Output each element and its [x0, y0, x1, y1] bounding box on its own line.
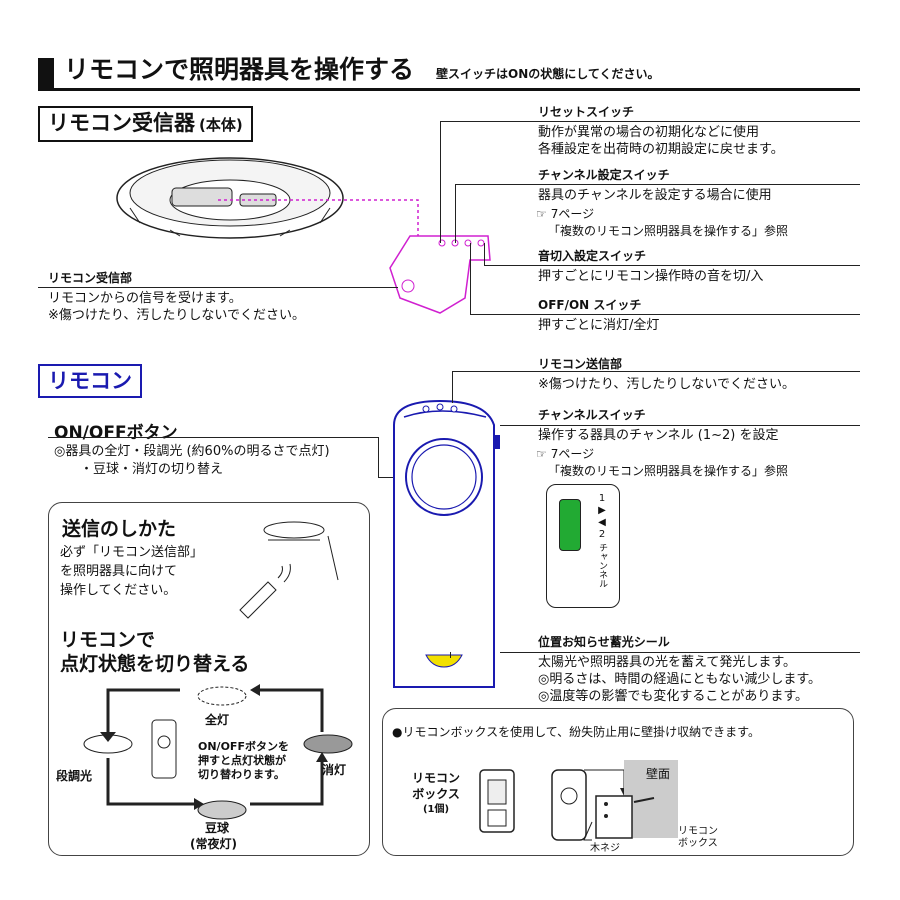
channel-slider [559, 499, 581, 551]
state-night-label-1: 豆球 [205, 821, 230, 835]
light-state-cycle [83, 684, 353, 820]
receiver-part-leader [38, 287, 398, 288]
glow-label: 位置お知らせ蓄光シール [538, 635, 670, 649]
onoff-desc-2: ・豆球・消灯の切り替え [80, 462, 224, 477]
receiver-title-suffix: (本体) [199, 116, 243, 134]
remote-title: リモコン [38, 364, 142, 398]
channel-setting-label: チャンネル設定スイッチ [538, 168, 670, 182]
glow-leader [500, 652, 860, 653]
box-label-small-1: リモコン [678, 826, 718, 837]
cycle-note-2: 押すと点灯状態が [198, 754, 286, 767]
page-title: リモコンで照明器具を操作する [64, 55, 415, 84]
reset-switch-desc-2: 各種設定を出荷時の初期設定に戻せます。 [538, 142, 784, 157]
glow-desc-1: 太陽光や照明器具の光を蓄えて発光します。 [538, 655, 797, 670]
howto-desc-2: を照明器具に向けて [60, 564, 178, 579]
transmitter-leader [452, 371, 860, 372]
transmitter-desc: ※傷つけたり、汚したりしないでください。 [538, 377, 795, 392]
reset-leader-v [440, 121, 441, 243]
switch-title-2: 点灯状態を切り替える [60, 653, 250, 675]
cycle-note: ON/OFFボタンを 押すと点灯状態が 切り替わります。 [198, 740, 289, 782]
offon-switch-desc: 押すごとに消灯/全灯 [538, 318, 660, 333]
wall-label: 壁面 [646, 767, 671, 781]
channel-switch-label: チャンネルスイッチ [538, 408, 646, 422]
receiver-part-label: リモコン受信部 [48, 271, 133, 285]
state-full-label: 全灯 [205, 713, 230, 727]
box-label-1: リモコン [412, 771, 461, 785]
onoff-button-label: ON/OFFボタン [54, 423, 178, 443]
receiver-part-desc-1: リモコンからの信号を受けます。 [48, 291, 242, 306]
cycle-note-3: 切り替わります。 [198, 768, 285, 781]
cycle-note-1: ON/OFFボタンを [198, 740, 289, 753]
channel-set-leader [455, 184, 860, 185]
box-label: リモコン ボックス (1個) [412, 770, 460, 818]
state-dim-label: 段調光 [56, 769, 93, 783]
remote-illustration [393, 399, 500, 688]
header-note: 壁スイッチはONの状態にしてください。 [436, 67, 660, 81]
state-night-label-2: (常夜灯) [190, 837, 237, 851]
sound-leader-v [484, 243, 485, 265]
sound-switch-label: 音切入設定スイッチ [538, 249, 647, 263]
title-bar-mark [38, 58, 54, 88]
channel-1-label: 1 [598, 493, 606, 504]
state-off-label: 消灯 [322, 763, 347, 777]
howto-desc-1: 必ず「リモコン送信部」 [60, 545, 204, 560]
onoff-leader [48, 437, 378, 438]
receiver-part-desc-2: ※傷つけたり、汚したりしないでください。 [48, 308, 305, 323]
offon-leader [470, 314, 860, 315]
channel-switch-ref-title: 「複数のリモコン照明器具を操作する」参照 [548, 464, 789, 478]
channel-switch-ref: ☞7ページ [536, 446, 594, 462]
title-rule [38, 88, 860, 91]
channel-switch-zoom: 1 ▶ ◀ 2 チャンネル [546, 484, 620, 608]
pointing-hand-icon: ☞ [536, 207, 547, 221]
glow-desc-2: ◎明るさは、時間の経過にともない減少します。 [538, 672, 822, 687]
sound-switch-desc: 押すごとにリモコン操作時の音を切/入 [538, 269, 764, 284]
channel-setting-ref: ☞7ページ [536, 206, 594, 222]
switch-title-1: リモコンで [60, 629, 156, 651]
receiver-illustration [116, 157, 491, 314]
box-illustration [479, 760, 678, 841]
transmitter-label: リモコン送信部 [538, 357, 623, 371]
box-label-small-2: ボックス [678, 838, 718, 849]
reset-leader [440, 121, 860, 122]
offon-leader-v [470, 243, 471, 314]
receiver-title: リモコン受信器(本体) [38, 106, 253, 142]
channel-switch-desc: 操作する器具のチャンネル (1~2) を設定 [538, 428, 779, 443]
glow-leader-v [450, 652, 451, 658]
channel-switch-ref-page: 7ページ [550, 447, 595, 461]
offon-switch-label: OFF/ON スイッチ [538, 298, 642, 312]
channel-switch-leader [500, 425, 860, 426]
arrow-left-icon: ◀ [598, 517, 606, 528]
channel-setting-ref-title: 「複数のリモコン照明器具を操作する」参照 [548, 224, 789, 238]
onoff-leader-v [378, 437, 379, 477]
channel-setting-desc: 器具のチャンネルを設定する場合に使用 [538, 188, 772, 203]
box-panel [382, 708, 854, 856]
channel-setting-ref-page: 7ページ [550, 207, 595, 221]
pointing-remote-illustration [239, 521, 339, 619]
onoff-desc-1: ◎器具の全灯・段調光 (約60%の明るさで点灯) [54, 444, 330, 459]
reset-switch-desc-1: 動作が異常の場合の初期化などに使用 [538, 125, 760, 140]
receiver-title-text: リモコン受信器 [48, 111, 195, 135]
channel-scale: 1 ▶ ◀ 2 チャンネル [593, 493, 611, 601]
reset-switch-label: リセットスイッチ [538, 105, 635, 119]
arrow-right-icon: ▶ [598, 505, 606, 516]
box-label-small: リモコン ボックス [678, 826, 718, 850]
box-panel-note: ●リモコンボックスを使用して、紛失防止用に壁掛け収納できます。 [392, 725, 760, 739]
pointing-hand-icon: ☞ [536, 447, 547, 461]
sound-leader [484, 265, 860, 266]
channel-tag: チャンネル [597, 543, 607, 588]
box-label-3: (1個) [422, 804, 450, 815]
box-label-2: ボックス [412, 787, 460, 801]
channel-set-leader-v [455, 184, 456, 243]
transmitter-leader-v [452, 371, 453, 403]
howto-desc-3: 操作してください。 [60, 583, 177, 598]
screw-label: 木ネジ [590, 843, 620, 854]
channel-2-label: 2 [598, 529, 606, 540]
glow-desc-3: ◎温度等の影響でも変化することがあります。 [538, 689, 809, 704]
howto-panel [48, 502, 370, 856]
howto-title: 送信のしかた [62, 518, 177, 540]
